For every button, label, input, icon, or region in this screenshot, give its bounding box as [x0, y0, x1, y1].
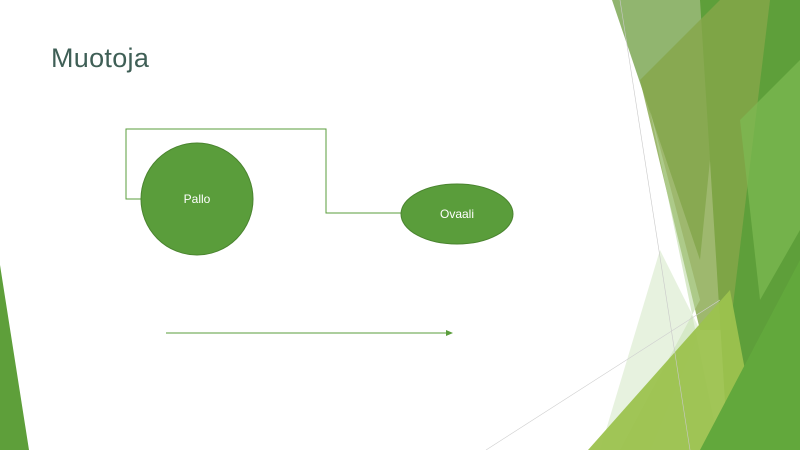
elbow-connector [125, 128, 401, 214]
facet-pale-green-2 [600, 250, 700, 450]
facet-green-bottom-right [700, 260, 800, 450]
facet-olive-center [640, 0, 770, 330]
facet-lime-bottom [588, 290, 760, 450]
facet-thin-line-1 [619, 0, 691, 450]
straight-arrow[interactable] [166, 330, 453, 336]
circle-label: Pallo [183, 192, 211, 206]
arrow-head [446, 330, 453, 336]
ellipse-shape-ovaali[interactable] [400, 183, 514, 245]
theme-decoration-right [485, 0, 800, 450]
facet-light-overlay [740, 60, 800, 300]
slide-title: Muotoja [51, 43, 150, 73]
ellipse-label: Ovaali [439, 207, 474, 221]
circle-shape-pallo[interactable] [140, 142, 254, 256]
facet-thin-line-2 [485, 299, 721, 450]
theme-decoration-left [0, 265, 29, 450]
